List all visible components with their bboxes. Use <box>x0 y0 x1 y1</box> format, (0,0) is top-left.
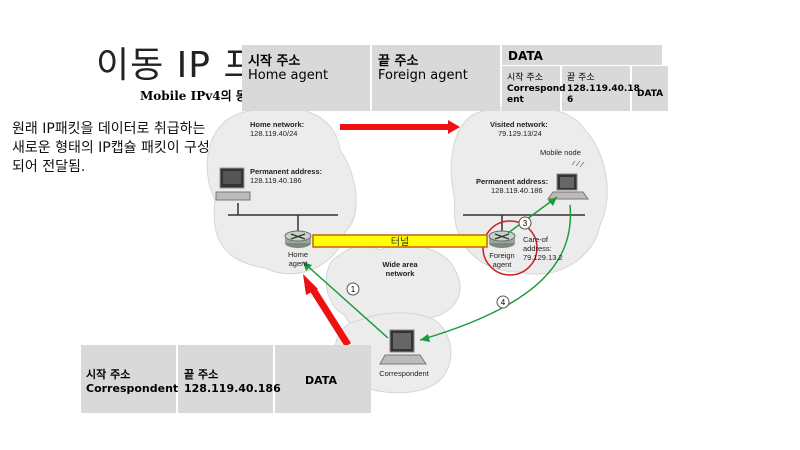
home-permanent-address-label: Permanent address: <box>250 167 322 176</box>
step-1-label: 1 <box>351 285 356 294</box>
step-1-arrow <box>302 261 389 339</box>
home-computer-icon <box>215 167 251 201</box>
care-of-label-1: Care-of <box>523 235 549 244</box>
step-3-arrow <box>507 196 558 234</box>
foreign-agent-label-2: agent <box>493 260 513 269</box>
home-permanent-address-value: 128.119.40.186 <box>250 176 302 185</box>
inner-destination-value-1: 128.119.40.18 <box>567 84 640 94</box>
inner-header-source-cell <box>502 66 560 111</box>
bottom-data-cell <box>275 345 371 413</box>
inner-source-label: 시작 주소 <box>507 73 543 83</box>
inner-source-value-1: Correspond <box>507 84 566 94</box>
home-agent-label-1: Home <box>288 250 308 259</box>
inner-data-cell <box>632 66 668 111</box>
inner-source-value-2: ent <box>507 95 524 105</box>
inner-destination-label: 끝 주소 <box>567 73 595 83</box>
top-red-arrow <box>340 120 460 134</box>
mobile-node-laptop-icon <box>547 160 589 200</box>
outer-destination-value: Foreign agent <box>378 68 468 83</box>
correspondent-label: Correspondent <box>379 369 430 378</box>
outer-source-value: Home agent <box>248 68 329 83</box>
bottom-destination-label: 끝 주소 <box>184 368 219 381</box>
bottom-source-cell <box>81 345 176 413</box>
visited-permanent-address-label: Permanent address: <box>476 177 548 186</box>
inner-destination-value-2: 6 <box>567 95 574 105</box>
foreign-agent-router-icon <box>488 230 516 248</box>
wide-area-label-2: network <box>386 269 416 278</box>
outer-source-label: 시작 주소 <box>248 54 301 69</box>
outer-header-source-cell <box>242 45 370 111</box>
home-agent-label-2: agent <box>289 259 309 268</box>
bottom-destination-cell <box>178 345 273 413</box>
bottom-source-value: Correspondent <box>86 382 179 395</box>
outer-data-cell <box>502 45 662 65</box>
wide-area-cloud <box>325 244 461 333</box>
visited-network-prefix: 79.129.13/24 <box>498 129 542 138</box>
home-network-prefix: 128.119.40/24 <box>250 129 297 138</box>
outer-data-label: DATA <box>508 49 543 63</box>
slide-subtitle: Mobile IPv4의 동작 <box>140 89 258 103</box>
correspondent-laptop-icon <box>379 329 427 365</box>
care-of-label-2: address: <box>523 244 552 253</box>
foreign-agent-label-1: Foreign <box>489 251 514 260</box>
tunnel-label: 터널 <box>391 236 409 248</box>
home-agent-router-icon <box>284 230 312 248</box>
wide-area-label-1: Wide area <box>382 260 418 269</box>
step-4-label: 4 <box>501 298 506 307</box>
bottom-data-label: DATA <box>305 374 337 387</box>
bottom-red-arrow <box>303 274 351 347</box>
mobile-node-label: Mobile node <box>540 148 581 157</box>
visited-permanent-address-value: 128.119.40.186 <box>491 186 543 195</box>
home-network-label: Home network: <box>250 120 304 129</box>
outer-destination-label: 끝 주소 <box>378 54 419 69</box>
description-line-3: 되어 전달됨. <box>12 159 86 175</box>
outer-header-destination-cell <box>372 45 500 111</box>
inner-data-label: DATA <box>637 89 664 99</box>
bottom-destination-value: 128.119.40.186 <box>184 382 281 395</box>
tunnel-bar <box>312 234 488 248</box>
bottom-source-label: 시작 주소 <box>86 368 131 381</box>
description-line-1: 원래 IP패킷을 데이터로 취급하는 <box>12 121 206 137</box>
step-3-label: 3 <box>523 219 528 228</box>
description-line-2: 새로운 형태의 IP캡슐 패킷이 구성 <box>12 140 210 156</box>
care-of-address-value: 79.129.13.2 <box>523 253 563 262</box>
foreign-agent-highlight <box>482 220 538 276</box>
visited-network-label: Visited network: <box>490 120 548 129</box>
inner-header-destination-cell <box>562 66 630 111</box>
step-4-arrow <box>419 204 572 341</box>
